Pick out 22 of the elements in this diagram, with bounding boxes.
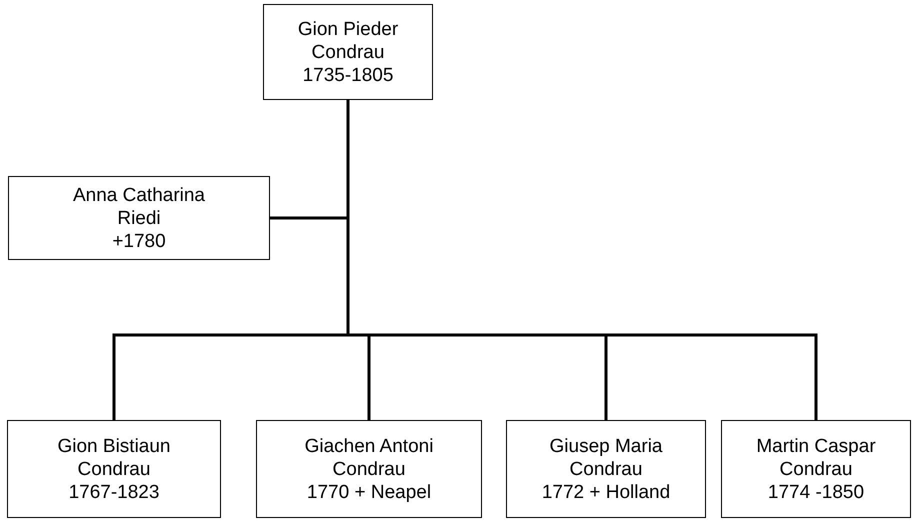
name-text: Gion Pieder Condrau bbox=[296, 18, 400, 64]
date-text: 1767-1823 bbox=[68, 480, 160, 504]
connector-line bbox=[346, 100, 350, 218]
person-box bbox=[506, 420, 706, 518]
connector-line bbox=[270, 216, 348, 220]
name-text: Giusep Maria Condrau bbox=[548, 434, 664, 480]
person-box bbox=[7, 420, 221, 518]
connector-line bbox=[346, 216, 350, 335]
date-text: 1735-1805 bbox=[302, 64, 394, 86]
person-box bbox=[721, 420, 911, 518]
date-text: 1774 -1850 bbox=[768, 480, 864, 504]
person-box bbox=[263, 4, 433, 100]
date-text: +1780 bbox=[112, 230, 166, 252]
name-text: Martin Caspar Condrau bbox=[755, 434, 877, 480]
name-text: Giachen Antoni Condrau bbox=[304, 434, 434, 480]
person-box bbox=[256, 420, 482, 518]
name-text: Gion Bistiaun Condrau bbox=[56, 434, 172, 480]
date-text: 1770 + Neapel bbox=[306, 480, 432, 504]
date-text: 1772 + Holland bbox=[542, 480, 670, 504]
person-box bbox=[8, 176, 270, 260]
connector-line bbox=[112, 334, 348, 420]
name-text: Anna Catharina Riedi bbox=[72, 184, 206, 230]
